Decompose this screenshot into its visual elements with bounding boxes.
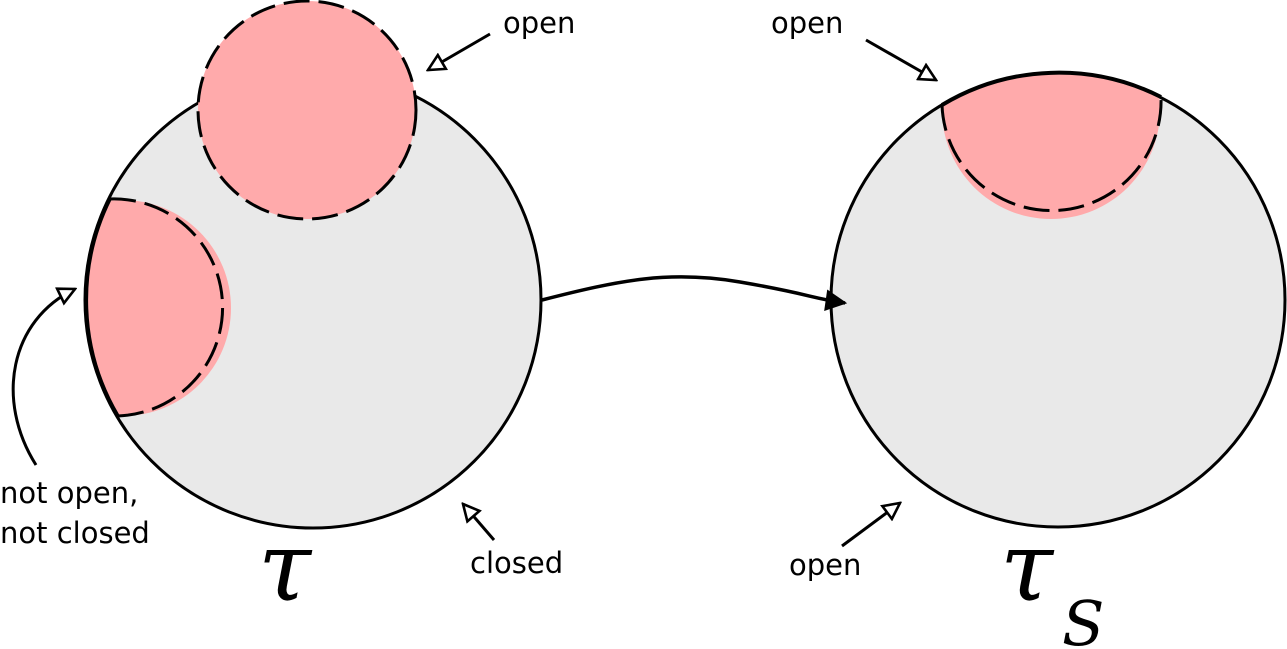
symbol-tau-s-base: τ [1000, 511, 1055, 623]
label-open-right-bottom: open [789, 548, 861, 582]
neither-set-dashed-edge [109, 197, 224, 418]
open-set-right-boundary [940, 70, 1162, 107]
symbol-tau-s: τ S [1000, 511, 1104, 649]
open-set-top-left [196, 0, 418, 221]
label-open-left: open [503, 6, 575, 40]
open-set-right [940, 70, 1163, 219]
neither-open-nor-closed-set [84, 197, 231, 418]
hollow-arrowhead-icon [865, 38, 936, 80]
label-not-closed-line2: not closed [0, 516, 150, 550]
hollow-arrowhead-icon [463, 504, 496, 541]
label-closed: closed [470, 546, 563, 580]
hollow-arrowhead-icon [841, 503, 900, 548]
symbol-tau-s-subscript: S [1062, 587, 1104, 649]
label-not-open-line1: not open, [0, 476, 138, 510]
arrow-right-icon [541, 275, 848, 311]
left-topological-space [83, 0, 543, 530]
hollow-arrowhead-icon [428, 32, 491, 70]
open-set-right-dashed-edge [940, 96, 1163, 212]
label-open-right-top: open [771, 6, 843, 40]
neither-set-solid-edge [84, 198, 120, 417]
hollow-arrowhead-icon [11, 289, 75, 466]
right-subspace [829, 70, 1287, 529]
symbol-tau: τ [258, 511, 313, 623]
